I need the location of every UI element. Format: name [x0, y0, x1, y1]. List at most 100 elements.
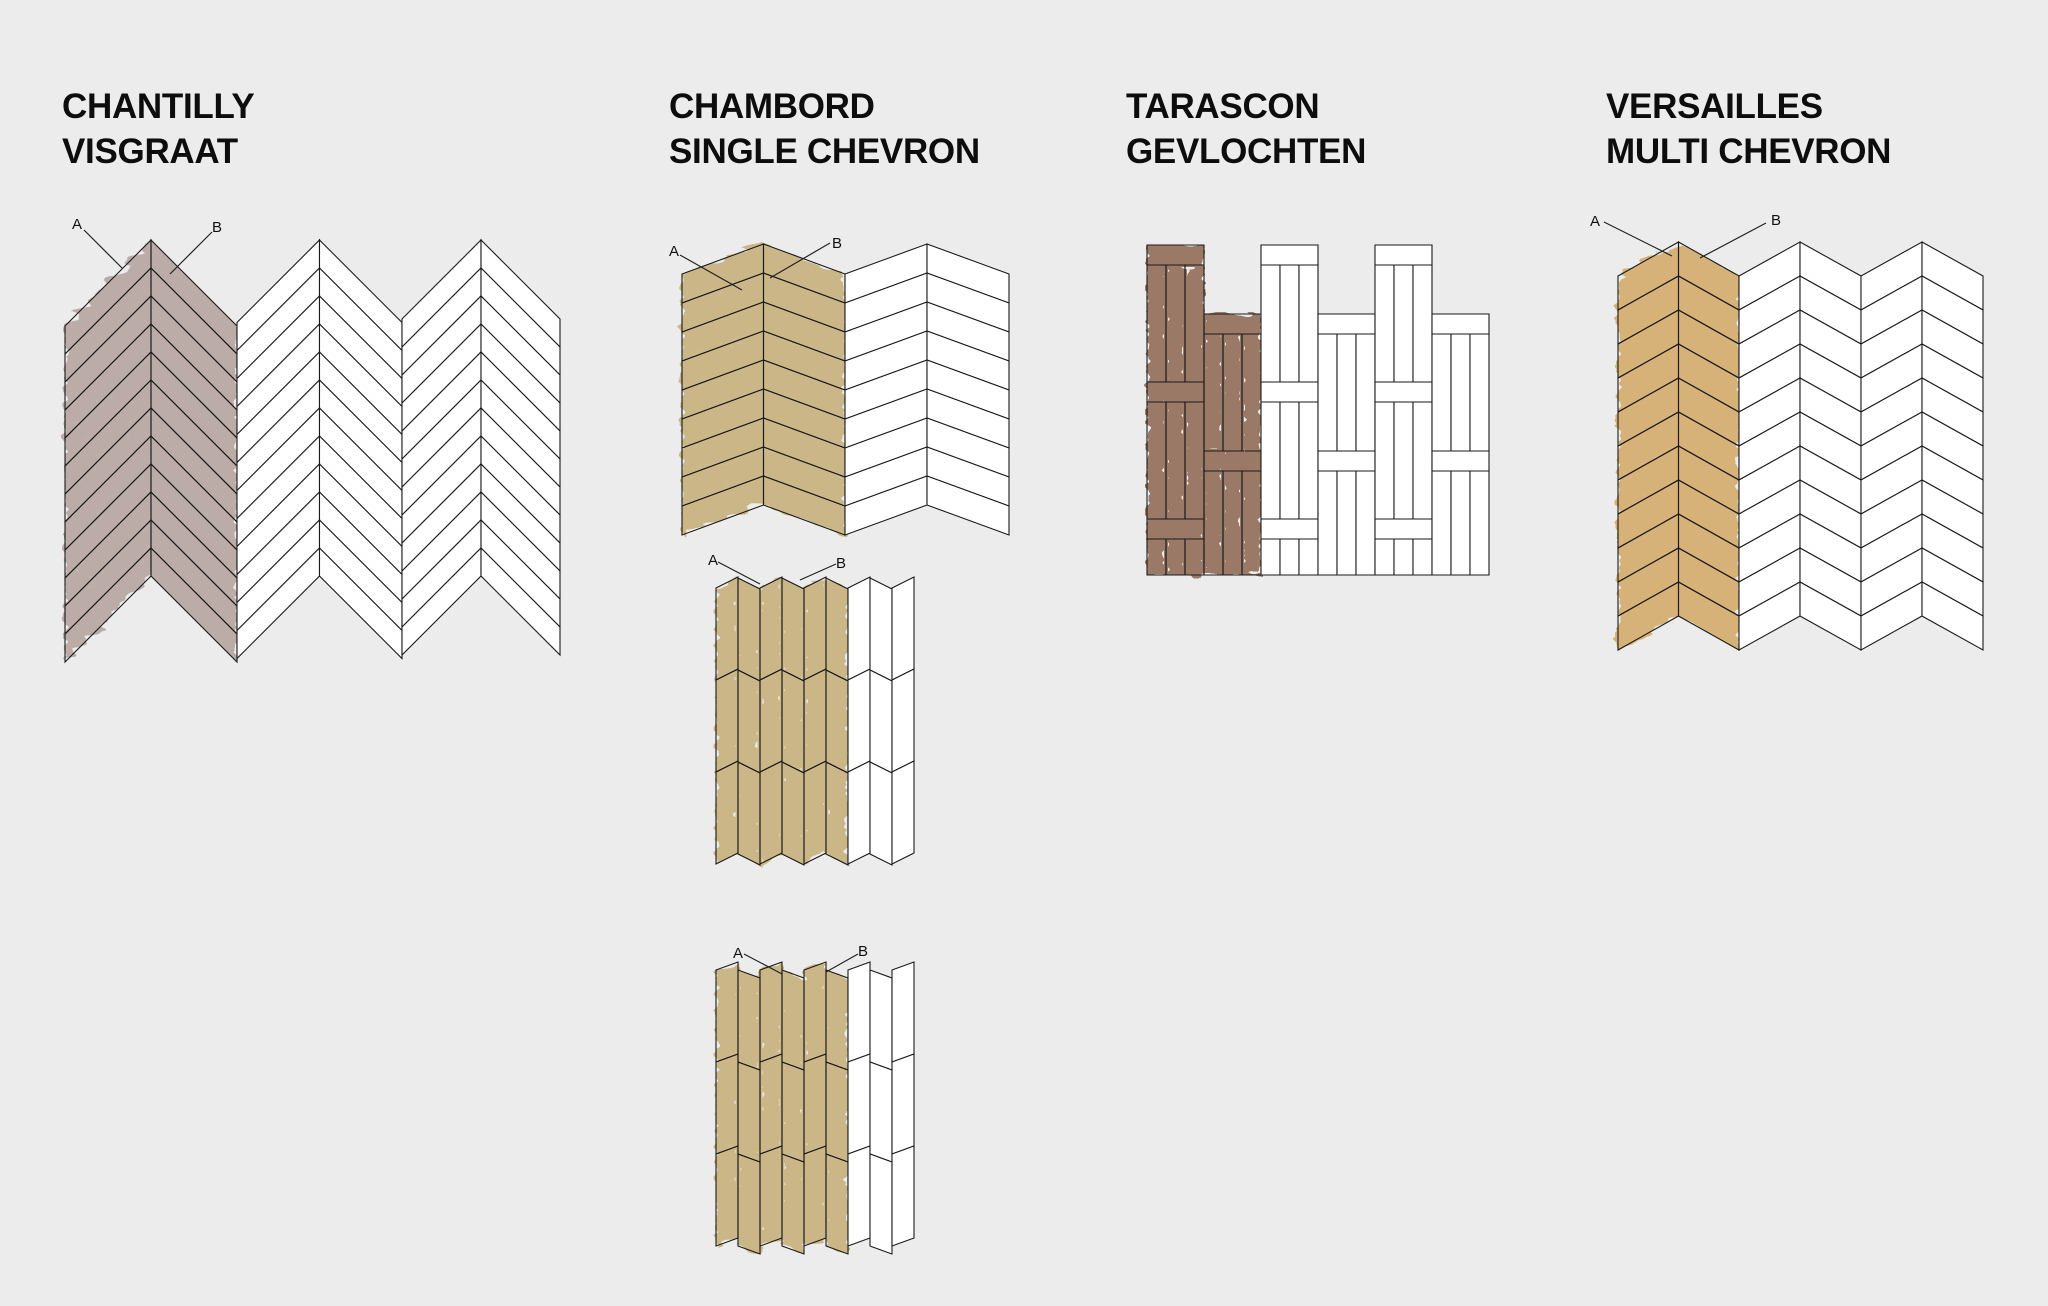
- chevron-plank: [681, 330, 765, 391]
- basketweave-plank: [1412, 401, 1433, 520]
- vertical-chevron-plank: [737, 1061, 761, 1163]
- chambord-wood-patch: [682, 447, 764, 506]
- tarascon-wood-patch: [1223, 471, 1242, 575]
- multichevron-plank: [1860, 445, 1923, 515]
- chevron-plank: [844, 330, 928, 391]
- herringbone-plank: [236, 406, 321, 520]
- herringbone-plank: [318, 266, 403, 380]
- chambord-title: CHAMBORD SINGLE CHEVRON: [669, 84, 980, 174]
- multichevron-plank: [1799, 581, 1862, 651]
- chambord-v1-wood-patch: [716, 669, 738, 772]
- chambord-wood-patch: [763, 447, 845, 506]
- herringbone-plank: [401, 546, 482, 657]
- vertical-chevron-plank: [869, 1153, 893, 1255]
- basketweave-plank: [1355, 333, 1376, 452]
- tarascon-wood-patch: [1223, 334, 1242, 451]
- herringbone-plank: [318, 378, 403, 492]
- chambord-wood-patch: [682, 360, 764, 419]
- chevron-plank: [926, 475, 1010, 536]
- chevron-plank: [681, 243, 765, 304]
- chevron-plank: [926, 417, 1010, 478]
- versailles-wood-patch: [1618, 310, 1679, 378]
- chantilly-wood-patch: [65, 520, 151, 634]
- vertical-chevron-plank: [737, 969, 761, 1071]
- chambord-v2-wood-patch: [804, 1054, 826, 1154]
- versailles-wood-patch: [1678, 480, 1739, 548]
- basketweave-plank: [1431, 470, 1452, 576]
- tarascon-wood-patch: [1185, 402, 1204, 519]
- basketweave-band: [1374, 244, 1433, 266]
- multichevron-plank: [1860, 275, 1923, 345]
- basketweave-plank: [1146, 401, 1167, 520]
- chevron-plank: [681, 417, 765, 478]
- vertical-chevron-plank: [715, 961, 739, 1063]
- herringbone-plank: [318, 406, 403, 520]
- chambord-v1-wood-patch: [716, 761, 738, 864]
- chantilly-wood-patch: [151, 268, 237, 382]
- vertical-chevron-plank: [891, 1145, 915, 1247]
- multichevron-plank: [1677, 547, 1740, 617]
- herringbone-plank: [64, 490, 152, 608]
- herringbone-plank: [318, 546, 403, 660]
- herringbone-plank: [150, 462, 238, 580]
- vertical-chevron-plank: [847, 1053, 871, 1155]
- chevron-plank: [762, 330, 846, 391]
- versailles-wood-patch: [1678, 310, 1739, 378]
- vertical-chevron-plank: [869, 669, 893, 774]
- multichevron-plank: [1677, 275, 1740, 345]
- tarascon-wood-patch: [1204, 314, 1261, 334]
- vertical-chevron-plank: [737, 761, 761, 866]
- chambord-label-b: B: [832, 235, 842, 252]
- chambord-wood-patch: [682, 273, 764, 332]
- basketweave-plank: [1222, 470, 1243, 576]
- multichevron-plank: [1617, 445, 1680, 515]
- basketweave-plank: [1393, 538, 1414, 576]
- multichevron-plank: [1738, 411, 1801, 481]
- multichevron-plank: [1860, 241, 1923, 311]
- vertical-chevron-plank: [891, 961, 915, 1063]
- chambord-v2-planks: [715, 961, 915, 1255]
- vertical-chevron-plank: [715, 576, 739, 681]
- chantilly-wood-patch: [151, 408, 237, 522]
- herringbone-plank: [318, 490, 403, 604]
- chambord-v1-wood-patch: [760, 761, 782, 864]
- herringbone-plank: [318, 350, 403, 464]
- multichevron-plank: [1799, 275, 1862, 345]
- multichevron-plank: [1617, 547, 1680, 617]
- vertical-chevron-plank: [759, 961, 783, 1063]
- versailles-wood-patch: [1618, 378, 1679, 446]
- herringbone-plank: [236, 518, 321, 632]
- chambord-v2-wood-patch: [826, 1062, 848, 1162]
- multichevron-plank: [1799, 343, 1862, 413]
- herringbone-plank: [64, 406, 152, 524]
- chambord-v2-wood-patch: [826, 1154, 848, 1254]
- vertical-chevron-plank: [781, 1061, 805, 1163]
- chambord-v1-wood-patch: [738, 578, 760, 681]
- herringbone-plank: [318, 322, 403, 436]
- chevron-plank: [762, 446, 846, 507]
- vertical-chevron-plank: [803, 961, 827, 1063]
- basketweave-band: [1431, 313, 1490, 335]
- multichevron-plank: [1921, 581, 1984, 651]
- multichevron-plank: [1738, 241, 1801, 311]
- chambord-wood-patch: [763, 389, 845, 448]
- herringbone-plank: [401, 490, 482, 601]
- herringbone-plank: [150, 266, 238, 384]
- herringbone-plank: [401, 462, 482, 573]
- chantilly-wood-patch: [151, 352, 237, 466]
- tarascon-wood-patch: [1204, 334, 1223, 451]
- versailles-planks: [1617, 241, 1984, 651]
- chantilly-wood-patch: [65, 380, 151, 494]
- versailles-wood-patch: [1678, 276, 1739, 344]
- herringbone-plank: [401, 238, 482, 349]
- vertical-chevron-plank: [715, 1053, 739, 1155]
- herringbone-plank: [150, 378, 238, 496]
- herringbone-plank: [150, 518, 238, 636]
- vertical-chevron-plank: [759, 668, 783, 773]
- chambord-v1-planks: [715, 576, 915, 866]
- vertical-chevron-plank: [803, 1145, 827, 1247]
- herringbone-plank: [401, 266, 482, 377]
- herringbone-plank: [318, 462, 403, 576]
- tarascon-wood-patch: [1166, 402, 1185, 519]
- basketweave-plank: [1298, 264, 1319, 383]
